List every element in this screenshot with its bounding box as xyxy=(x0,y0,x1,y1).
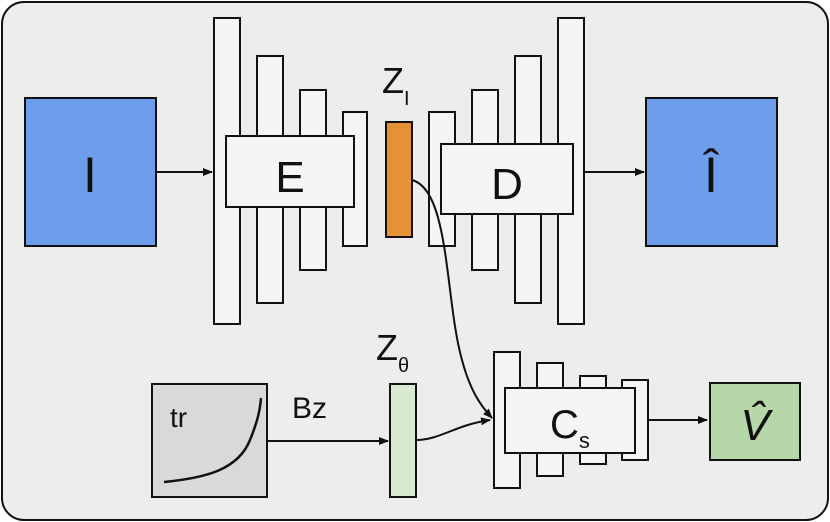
classifier-box xyxy=(504,387,636,454)
tr-label: tr xyxy=(170,402,187,433)
latent-i-bar xyxy=(385,121,413,238)
arrow-latent-theta-to-classifier xyxy=(415,417,491,441)
prediction-box xyxy=(709,382,801,461)
arrow-latent-i-to-classifier xyxy=(411,179,493,419)
latent-i-label: ZI xyxy=(382,60,410,110)
bz-label: Bz xyxy=(292,392,327,425)
prediction-label: V̂ xyxy=(740,400,773,450)
latent-i-subscript: I xyxy=(404,88,410,110)
output-label: Î xyxy=(702,147,720,203)
tr-curve xyxy=(163,397,263,484)
classifier-subscript: s xyxy=(579,428,590,453)
output-box xyxy=(645,97,778,247)
latent-theta-subscript: θ xyxy=(398,355,409,377)
classifier-label: Cs xyxy=(550,403,590,453)
decoder-box xyxy=(440,143,574,215)
decoder-label: D xyxy=(491,160,523,209)
tr-plot-box xyxy=(151,383,268,498)
encoder-box xyxy=(225,135,355,208)
input-label: I xyxy=(83,147,97,203)
input-box xyxy=(24,97,157,247)
latent-theta-bar xyxy=(389,383,417,498)
encoder-label: E xyxy=(275,153,304,202)
latent-theta-label: Zθ xyxy=(376,327,409,377)
